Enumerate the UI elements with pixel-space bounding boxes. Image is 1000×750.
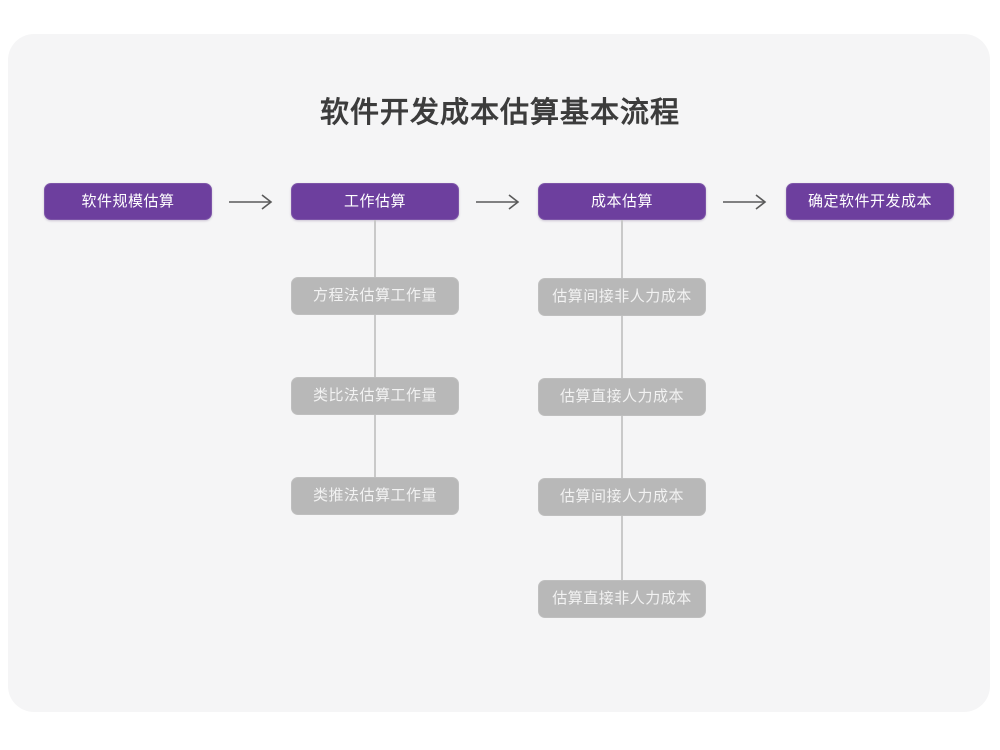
connector-line <box>374 220 376 278</box>
flow-node-cost-4[interactable]: 估算直接非人力成本 <box>538 580 706 618</box>
connector-line <box>621 220 623 278</box>
flow-node-label: 估算间接非人力成本 <box>552 288 692 305</box>
flow-node-step-3[interactable]: 成本估算 <box>538 183 706 220</box>
page-title: 软件开发成本估算基本流程 <box>319 97 680 129</box>
flow-node-cost-2[interactable]: 估算直接人力成本 <box>538 378 706 416</box>
connector-line <box>621 316 623 378</box>
flow-node-work-1[interactable]: 方程法估算工作量 <box>291 277 459 315</box>
connector-line <box>374 415 376 478</box>
flow-node-work-2[interactable]: 类比法估算工作量 <box>291 377 459 415</box>
connector-line <box>621 516 623 580</box>
flow-node-label: 估算直接人力成本 <box>559 388 684 405</box>
connector-line <box>374 315 376 378</box>
flow-node-cost-3[interactable]: 估算间接人力成本 <box>538 478 706 516</box>
flow-node-label: 工作估算 <box>343 192 406 210</box>
flow-node-label: 软件规模估算 <box>81 192 175 210</box>
flow-node-label: 确定软件开发成本 <box>807 192 932 210</box>
flow-node-step-4[interactable]: 确定软件开发成本 <box>786 183 954 220</box>
flow-node-label: 估算间接人力成本 <box>559 488 684 505</box>
flow-node-step-1[interactable]: 软件规模估算 <box>44 183 212 220</box>
flow-node-label: 成本估算 <box>590 192 653 210</box>
arrow-right-icon-2 <box>475 190 525 214</box>
flow-node-label: 类推法估算工作量 <box>312 487 437 504</box>
connector-line <box>621 416 623 478</box>
arrow-right-icon-3 <box>722 190 772 214</box>
flow-node-cost-1[interactable]: 估算间接非人力成本 <box>538 278 706 316</box>
flow-node-work-3[interactable]: 类推法估算工作量 <box>291 477 459 515</box>
diagram-card <box>8 34 990 712</box>
flow-node-label: 方程法估算工作量 <box>312 287 437 304</box>
arrow-right-icon-1 <box>228 190 278 214</box>
flow-node-label: 估算直接非人力成本 <box>552 590 692 607</box>
flow-node-label: 类比法估算工作量 <box>312 387 437 404</box>
flow-node-step-2[interactable]: 工作估算 <box>291 183 459 220</box>
